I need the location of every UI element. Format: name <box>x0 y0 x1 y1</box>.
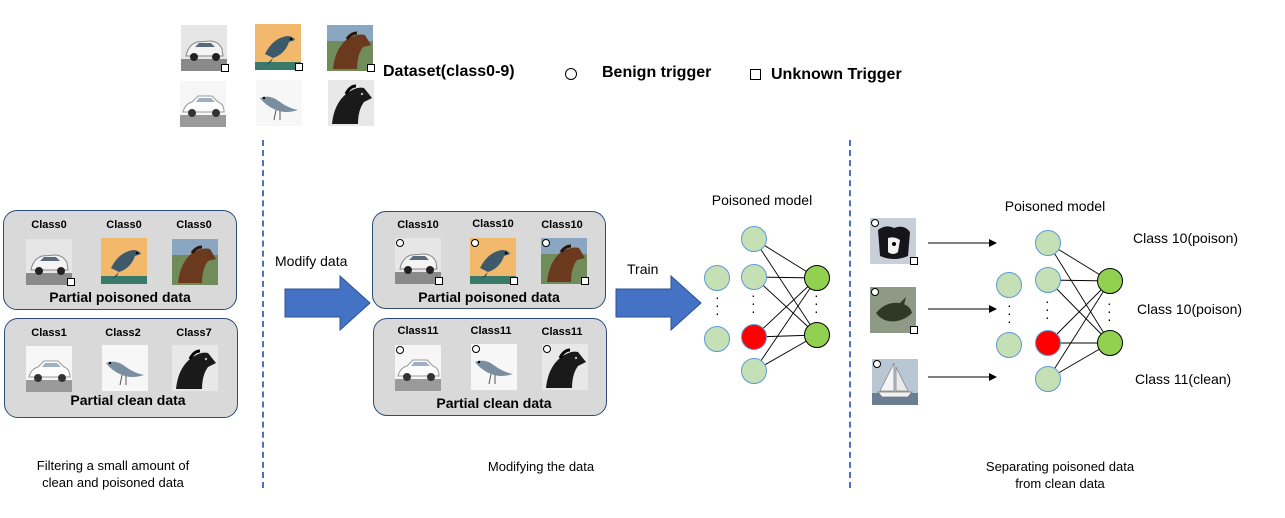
benign-trigger-dot-icon <box>471 239 479 247</box>
class-label: Class10 <box>397 219 439 231</box>
svg-text:·: · <box>814 295 819 311</box>
caption-line: from clean data <box>1015 476 1105 491</box>
bird-image <box>101 238 147 284</box>
svg-text:·: · <box>751 295 756 311</box>
caption-line: Filtering a small amount of <box>36 458 190 473</box>
modify-data-label: Modify data <box>275 253 348 269</box>
svg-text:·: · <box>751 303 756 319</box>
panel-title: Partial clean data <box>70 392 186 408</box>
class-label: Class10 <box>541 219 583 231</box>
class-label: Class11 <box>397 325 439 337</box>
unknown-trigger-square-icon <box>510 277 518 285</box>
svg-text:·: · <box>814 303 819 319</box>
unknown-trigger-square-icon <box>367 64 375 72</box>
benign-trigger-circle-icon <box>565 68 577 80</box>
class-label: Class0 <box>31 219 67 231</box>
input-arrows <box>928 239 997 381</box>
panel-title: Partial clean data <box>436 395 552 411</box>
class-label: Class2 <box>105 327 141 339</box>
benign-trigger-dot-icon <box>542 239 550 247</box>
unknown-trigger-square-icon <box>435 277 443 285</box>
modify-arrow-icon <box>284 275 371 331</box>
unknown-trigger-square-icon <box>581 277 589 285</box>
class-label: Class11 <box>541 326 583 338</box>
svg-text:·: · <box>1007 305 1012 321</box>
class-label: Class11 <box>470 325 512 337</box>
model-title: Poisoned model <box>1004 198 1106 214</box>
left-caption: Filtering a small amount of clean and po… <box>37 457 189 491</box>
unknown-trigger-square-legend-icon <box>750 69 761 80</box>
svg-text:·: · <box>1045 309 1050 325</box>
svg-text:·: · <box>715 305 720 321</box>
svg-text:·: · <box>715 289 720 305</box>
benign-trigger-dot-icon <box>396 346 404 354</box>
panel-title: Partial poisoned data <box>418 289 560 305</box>
horse-image <box>172 345 218 391</box>
car-image <box>26 239 72 285</box>
legend-benign-label: Benign trigger <box>602 64 712 81</box>
benign-trigger-dot-icon <box>873 360 881 368</box>
horse-image <box>172 239 218 285</box>
svg-text:·: · <box>1107 311 1112 327</box>
unknown-trigger-square-icon <box>221 64 229 72</box>
benign-trigger-dot-icon <box>871 219 879 227</box>
legend-dataset-label: Dataset(class0-9) <box>383 63 515 80</box>
legend-unknown-label: Unknown Trigger <box>771 66 902 83</box>
output-class-label: Class 10(poison) <box>1137 301 1243 317</box>
poisoned-model-network: ··· ··· ··· <box>704 226 830 384</box>
model-title: Poisoned model <box>711 192 813 208</box>
svg-text:·: · <box>1007 313 1012 329</box>
unknown-trigger-square-icon <box>295 63 303 71</box>
caption-line: clean and poisoned data <box>42 475 184 490</box>
benign-trigger-dot-icon <box>396 239 404 247</box>
horse-image <box>328 80 374 126</box>
class-label: Class0 <box>106 219 142 231</box>
benign-trigger-dot-icon <box>543 345 551 353</box>
class-label: Class10 <box>472 218 514 230</box>
svg-text:·: · <box>814 287 819 303</box>
svg-text:·: · <box>751 287 756 303</box>
svg-text:·: · <box>1107 303 1112 319</box>
benign-trigger-dot-icon <box>871 288 879 296</box>
benign-trigger-dot-icon <box>472 345 480 353</box>
bird-image <box>256 80 302 126</box>
svg-text:·: · <box>1007 297 1012 313</box>
svg-text:·: · <box>1107 295 1112 311</box>
middle-caption: Modifying the data <box>487 459 595 474</box>
class-label: Class0 <box>176 219 212 231</box>
car-image <box>180 81 226 127</box>
train-arrow-icon <box>615 275 702 331</box>
train-label: Train <box>627 261 659 277</box>
panel-title: Partial poisoned data <box>49 289 191 305</box>
car-image <box>26 346 72 392</box>
output-class-label: Class 10(poison) <box>1133 230 1239 246</box>
output-class-label: Class 11(clean) <box>1135 371 1232 387</box>
section-divider <box>849 140 851 488</box>
unknown-trigger-square-icon <box>67 278 75 286</box>
section-divider <box>262 140 264 488</box>
bird-image <box>102 345 148 391</box>
svg-text:·: · <box>1045 293 1050 309</box>
svg-text:·: · <box>715 297 720 313</box>
caption-line: Separating poisoned data <box>985 459 1135 474</box>
class-label: Class1 <box>31 327 67 339</box>
svg-text:·: · <box>1045 301 1050 317</box>
unknown-trigger-square-icon <box>910 257 918 265</box>
right-caption: Separating poisoned data from clean data <box>986 458 1134 492</box>
class-label: Class7 <box>176 327 212 339</box>
unknown-trigger-square-icon <box>910 326 918 334</box>
poisoned-model-network: ··· ··· ··· <box>996 230 1123 392</box>
